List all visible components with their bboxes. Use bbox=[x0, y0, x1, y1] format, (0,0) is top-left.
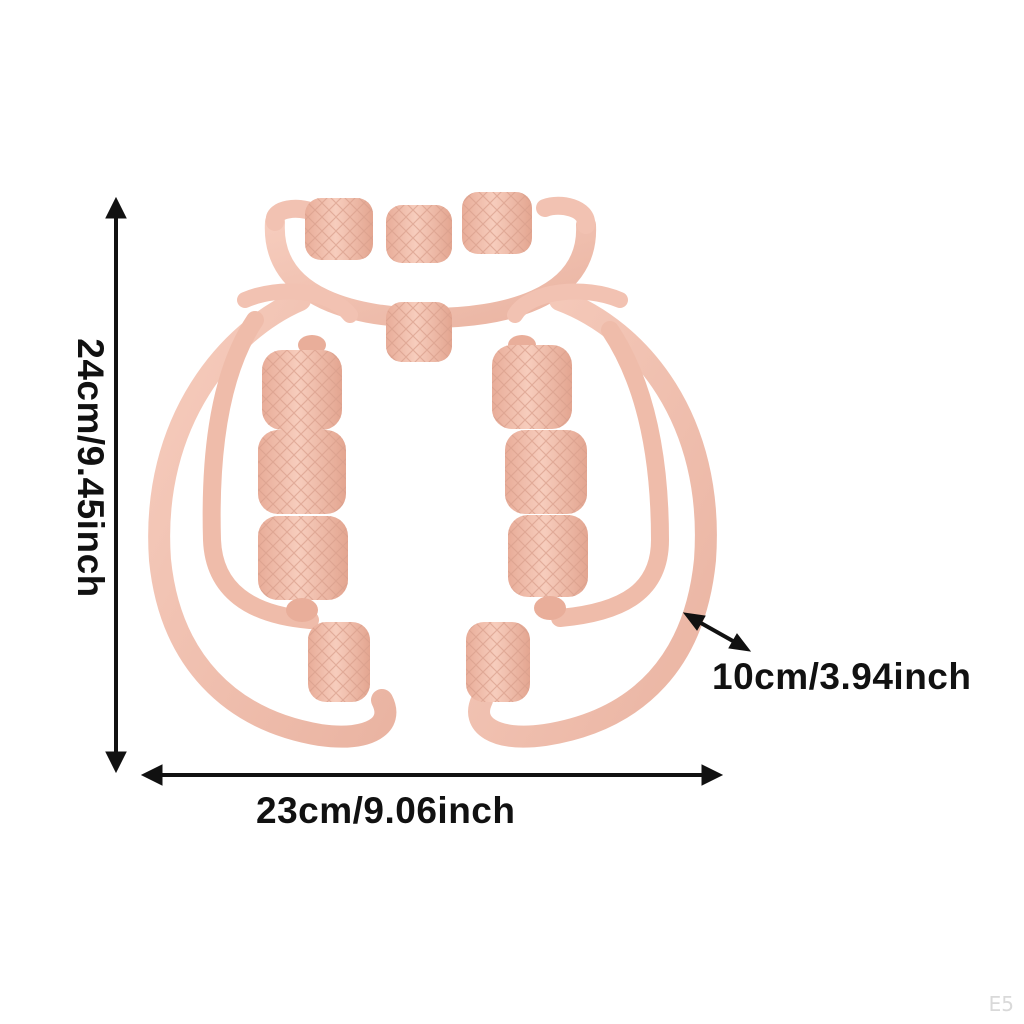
roller-group-right bbox=[466, 335, 588, 702]
massager-frame bbox=[148, 196, 717, 748]
width-arrow bbox=[140, 764, 724, 786]
roller-group-left bbox=[258, 335, 370, 702]
width-dimension-label: 23cm/9.06inch bbox=[256, 790, 516, 831]
watermark: E5 bbox=[988, 992, 1014, 1016]
depth-dimension-label: 10cm/3.94inch bbox=[712, 656, 972, 697]
roller-group-top bbox=[305, 192, 532, 362]
depth-arrow bbox=[682, 612, 752, 652]
height-dimension-label: 24cm/9.45inch bbox=[70, 338, 111, 598]
height-arrow bbox=[105, 196, 127, 774]
